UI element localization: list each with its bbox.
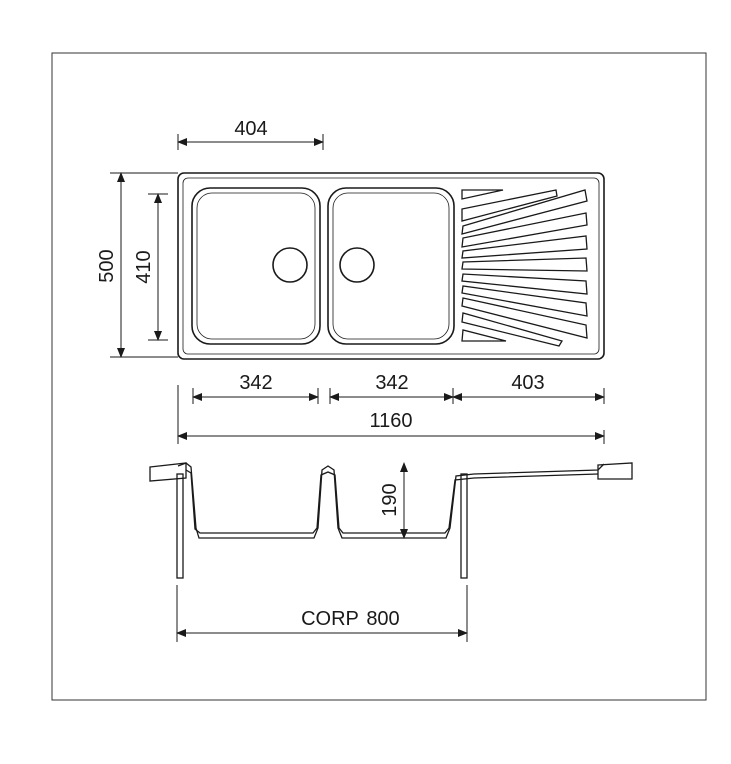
- drainer-groove: [461, 189, 504, 200]
- drainer-groove: [461, 312, 563, 347]
- top-view: [177, 172, 605, 360]
- drainer-groove: [461, 297, 588, 339]
- drainer-groove: [461, 212, 588, 248]
- drainer-grooves: [461, 189, 588, 347]
- dim-cabinet-label: CORP: [301, 608, 359, 630]
- bowl-2: [327, 187, 455, 345]
- dim-cabinet-size: 800: [366, 608, 399, 630]
- bowl-1: [191, 187, 321, 345]
- sink-inner-rim: [182, 177, 600, 355]
- counter-left: [149, 462, 187, 482]
- dim-bowl-height: 190: [379, 483, 401, 516]
- dim-bowl-offset: 404: [234, 118, 267, 140]
- dim-overall-depth: 500: [96, 249, 118, 282]
- drainer-groove: [461, 273, 588, 295]
- drain-2-icon: [339, 247, 375, 283]
- dim-bowl-depth: 410: [133, 250, 155, 283]
- sink-profile-inner: [185, 469, 599, 534]
- dim-drainer-width: 403: [511, 372, 544, 394]
- drawing-frame: [51, 52, 707, 701]
- sink-profile-outer: [177, 462, 605, 539]
- drainer-groove: [461, 189, 588, 235]
- dim-overall-width: 1160: [369, 410, 412, 432]
- drainer-groove: [461, 189, 558, 222]
- bowl-1-inner: [196, 192, 316, 340]
- section-view: [149, 462, 633, 579]
- dim-bowl-2-width: 342: [375, 372, 408, 394]
- dimension-lines: [110, 134, 605, 444]
- drainer-groove: [461, 257, 588, 272]
- drain-1-icon: [272, 247, 308, 283]
- drainer-groove: [461, 235, 588, 259]
- bowl-2-inner: [332, 192, 450, 340]
- support-right: [460, 473, 468, 579]
- sink-outline: [177, 172, 605, 360]
- dim-bowl-1-width: 342: [239, 372, 272, 394]
- drainer-groove: [461, 329, 507, 342]
- support-left: [176, 473, 184, 579]
- side-dimension-lines: [176, 462, 468, 642]
- drainer-groove: [461, 285, 588, 317]
